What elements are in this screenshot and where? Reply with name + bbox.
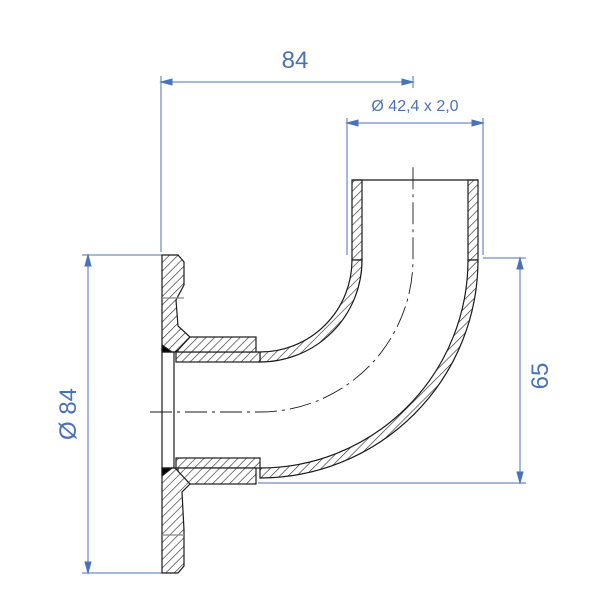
arrow bbox=[516, 471, 524, 485]
bend-inner-wall bbox=[259, 259, 363, 363]
flange-lower bbox=[161, 467, 191, 574]
dim-label-65: 65 bbox=[527, 363, 554, 390]
arrow bbox=[84, 253, 92, 267]
arrow bbox=[84, 561, 92, 575]
gasket-bottom bbox=[161, 467, 174, 478]
arrow bbox=[516, 256, 524, 270]
arrow bbox=[345, 119, 359, 127]
arrow bbox=[471, 119, 485, 127]
flange-upper bbox=[161, 254, 191, 353]
dim-label-flange-diameter: Ø 84 bbox=[55, 388, 82, 440]
dimension-lines bbox=[82, 76, 526, 575]
gasket-top bbox=[161, 343, 174, 353]
sleeve-bottom bbox=[177, 467, 257, 485]
dim-label-84: 84 bbox=[282, 47, 309, 74]
flange bbox=[161, 254, 191, 574]
sleeve-top bbox=[177, 336, 257, 353]
arrow bbox=[401, 78, 415, 86]
pipe-wall-left bbox=[351, 179, 363, 261]
pipe-wall-right bbox=[467, 179, 479, 261]
dim-label-pipe-size: Ø 42,4 x 2,0 bbox=[371, 98, 458, 115]
flange-face bbox=[161, 351, 175, 469]
arrow bbox=[159, 78, 173, 86]
pipe-wall-top bbox=[175, 351, 261, 363]
bend-outer-wall bbox=[259, 259, 479, 479]
centerline bbox=[150, 165, 414, 413]
elbow-pipe bbox=[175, 179, 479, 485]
pipe-wall-bottom bbox=[175, 457, 261, 469]
